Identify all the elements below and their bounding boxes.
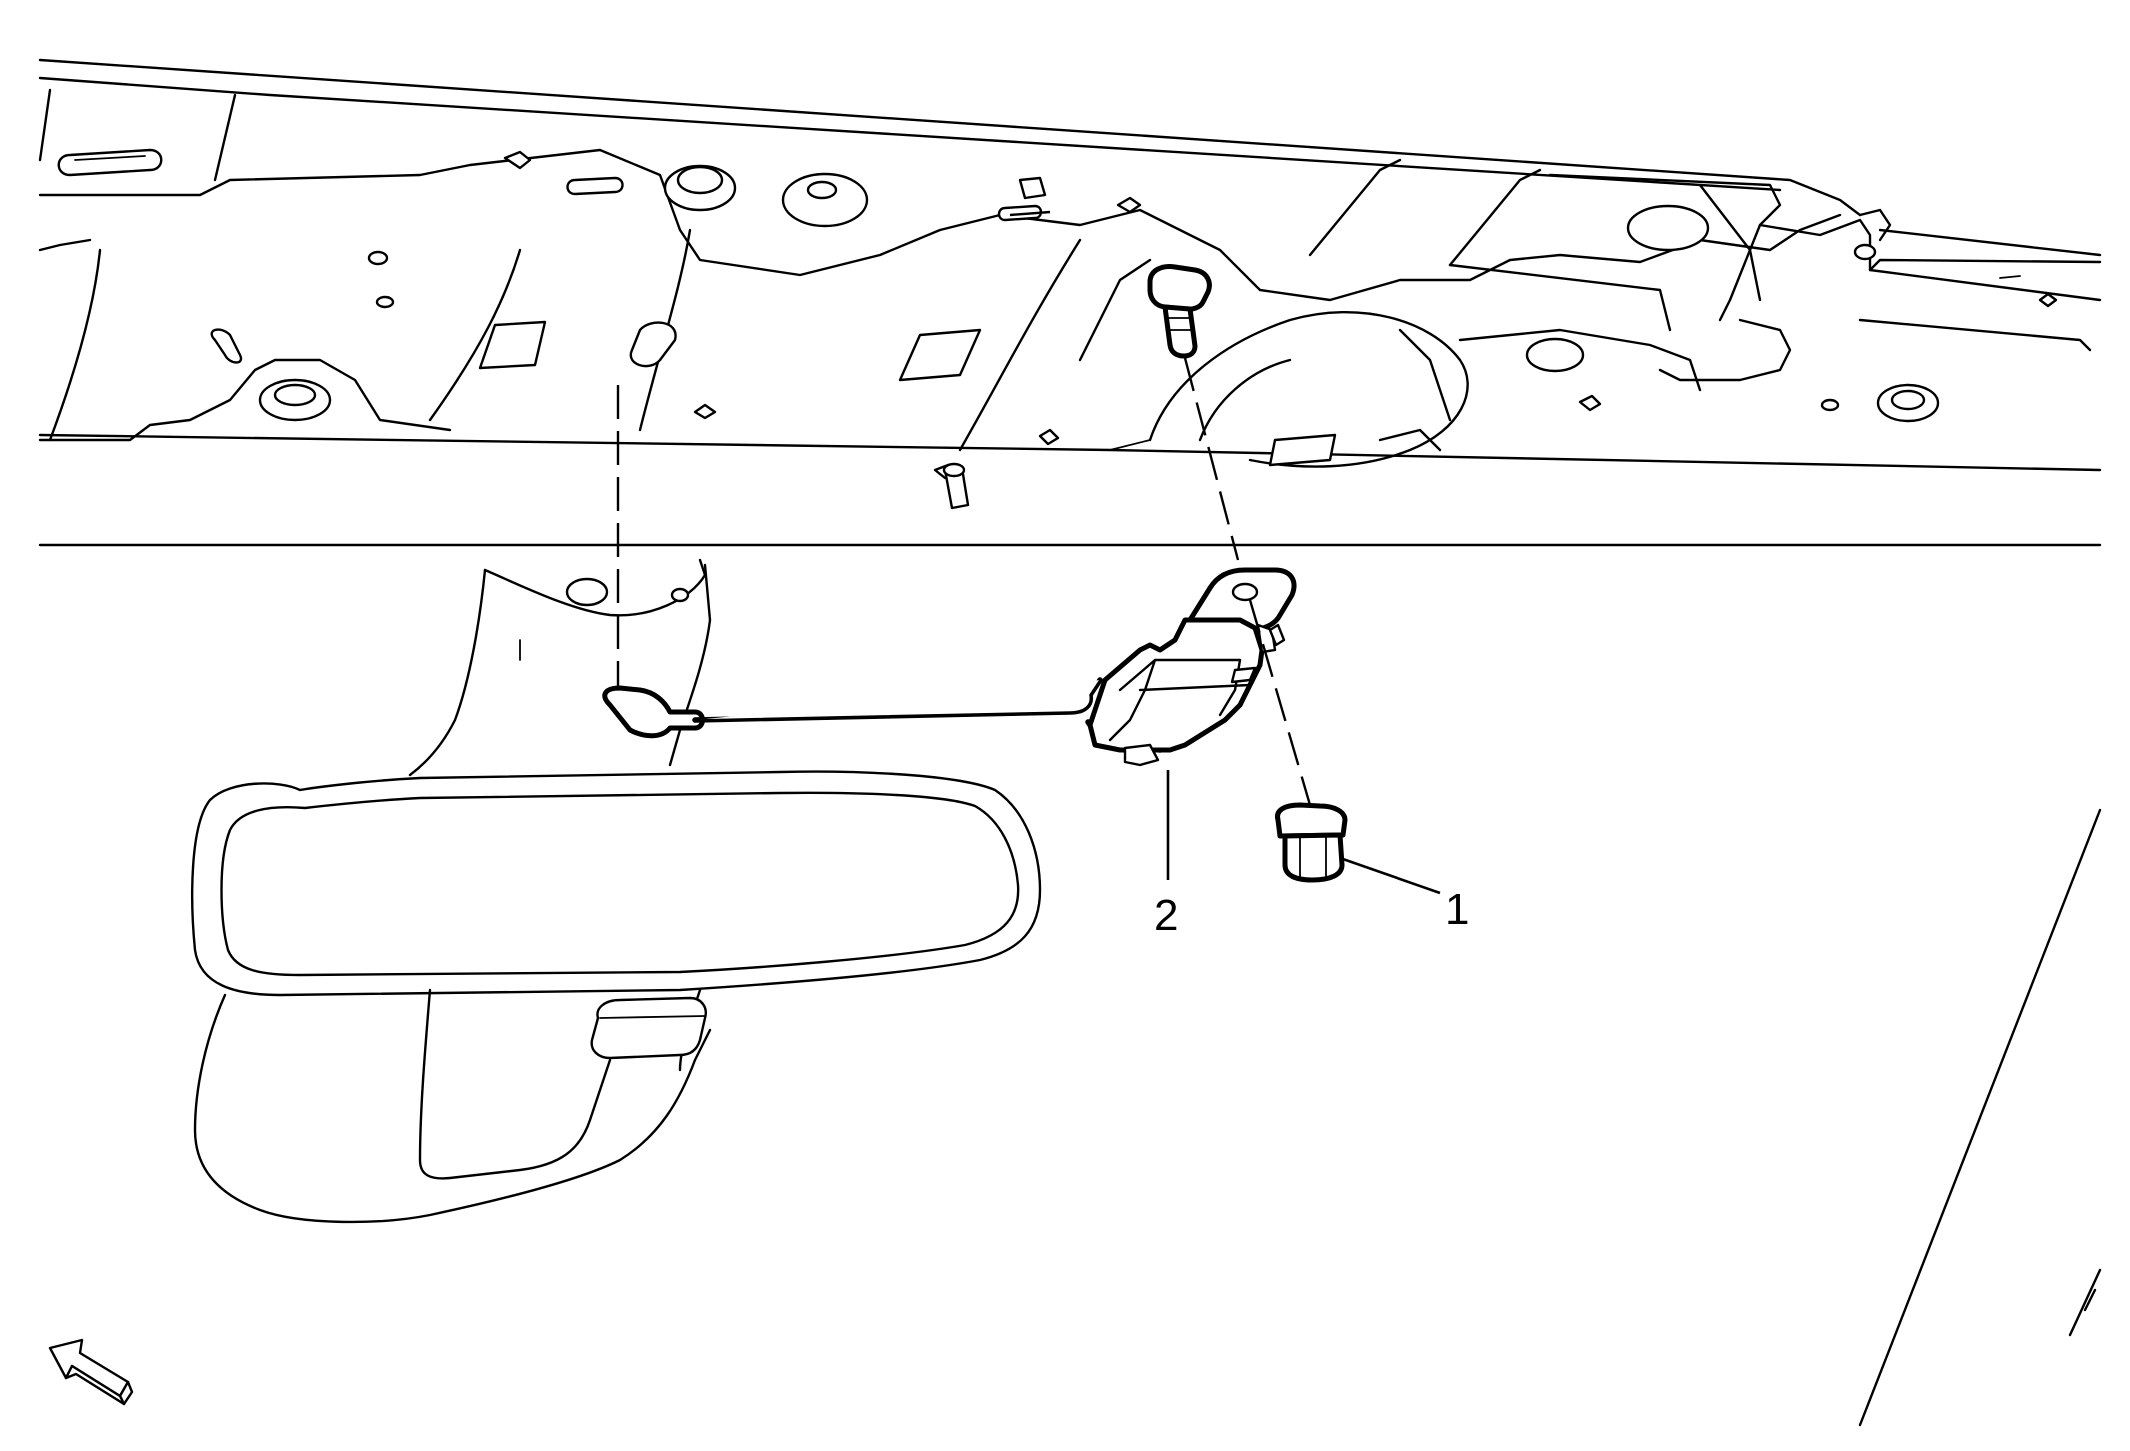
view-direction-arrow-icon (48, 1338, 134, 1406)
callout-1-group: 1 (1339, 856, 1469, 934)
mounting-stud (1147, 264, 1212, 359)
callout-2-group: 2 (1154, 770, 1178, 940)
roof-panel-structure (38, 58, 2102, 547)
module-assembly (1087, 567, 1297, 767)
windshield-edge (1858, 808, 2102, 1427)
callout-1-label: 1 (1445, 885, 1469, 934)
alignment-lines (616, 357, 1312, 806)
callout-2-label: 2 (1154, 891, 1178, 940)
rearview-mirror (191, 770, 1042, 1224)
mirror-electrical-connector (602, 685, 705, 739)
module-retaining-nut (1274, 802, 1348, 883)
callout-1-leader (1339, 856, 1441, 895)
mirror-mount-stalk (408, 558, 712, 777)
